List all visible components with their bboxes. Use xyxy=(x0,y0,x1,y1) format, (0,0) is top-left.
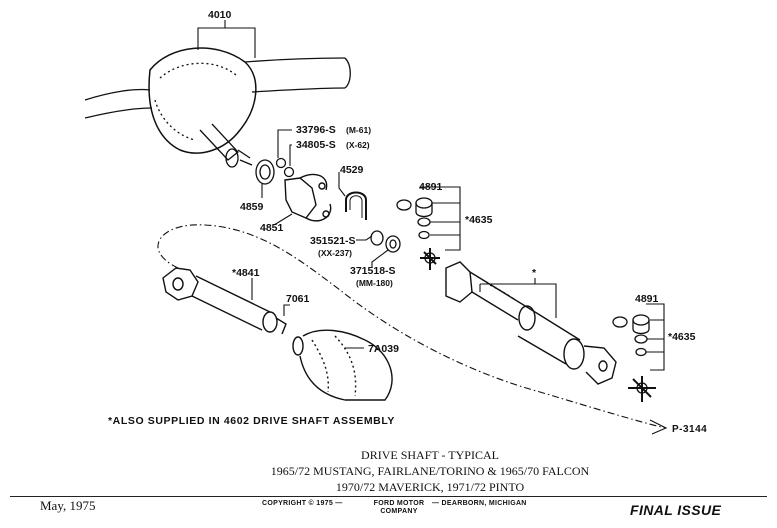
u-bolt xyxy=(345,191,367,220)
footer-copyright: COPYRIGHT © 1975 — xyxy=(262,500,343,507)
caption-models-1: 1965/72 MUSTANG, FAIRLANE/TORINO & 1965/… xyxy=(270,464,590,478)
label-7a039: 7A039 xyxy=(368,343,399,355)
footer-company: FORD MOTOR COMPANY xyxy=(373,500,425,515)
reference-number: P-3144 xyxy=(672,424,708,435)
label-4851: 4851 xyxy=(260,222,284,234)
footer-location: — DEARBORN, MICHIGAN xyxy=(432,500,527,507)
footer-divider xyxy=(10,496,767,497)
caption-block: DRIVE SHAFT - TYPICAL 1965/72 MUSTANG, F… xyxy=(200,447,660,495)
caption-models-2: 1970/72 MAVERICK, 1971/72 PINTO xyxy=(335,480,525,494)
extension-housing xyxy=(292,329,393,401)
label-4635-upper: *4635 xyxy=(465,214,493,226)
label-4891-lower: 4891 xyxy=(635,293,659,305)
label-4010: 4010 xyxy=(208,9,232,21)
part-labels: 4010 33796-S (M-61) 34805-S (X-62) 4529 … xyxy=(208,9,696,355)
rear-axle-housing xyxy=(84,47,351,168)
label-34805-s-note: (X-62) xyxy=(346,140,370,150)
label-33796-s: 33796-S xyxy=(296,124,336,136)
lockwasher-and-nut xyxy=(370,230,401,253)
label-4891-upper: 4891 xyxy=(419,181,443,193)
pinion-seal-group xyxy=(255,157,295,185)
label-star-assembly: * xyxy=(532,267,537,279)
label-351521-s-note: (XX-237) xyxy=(318,248,352,258)
label-4841: *4841 xyxy=(232,267,260,279)
footer-issue-status: FINAL ISSUE xyxy=(630,502,722,518)
upper-ujoint-kit xyxy=(396,197,440,270)
label-7061: 7061 xyxy=(286,293,310,305)
label-33796-s-note: (M-61) xyxy=(346,125,371,135)
label-4529: 4529 xyxy=(340,164,364,176)
label-371518-s: 371518-S xyxy=(350,265,396,277)
leader-lines xyxy=(197,20,665,371)
companion-yoke xyxy=(284,173,332,222)
label-371518-s-note: (MM-180) xyxy=(356,278,393,288)
drive-shaft-tube xyxy=(445,261,617,385)
assembly-note: *ALSO SUPPLIED IN 4602 DRIVE SHAFT ASSEM… xyxy=(108,415,395,427)
footer-date: May, 1975 xyxy=(40,498,96,513)
lower-ujoint-kit xyxy=(612,314,656,402)
label-351521-s: 351521-S xyxy=(310,235,356,247)
slip-yoke xyxy=(162,267,287,335)
label-4859: 4859 xyxy=(240,201,264,213)
label-4635-lower: *4635 xyxy=(668,331,696,343)
caption-title: DRIVE SHAFT - TYPICAL xyxy=(361,448,499,462)
assembly-flow-line xyxy=(157,224,668,435)
label-34805-s: 34805-S xyxy=(296,139,336,151)
